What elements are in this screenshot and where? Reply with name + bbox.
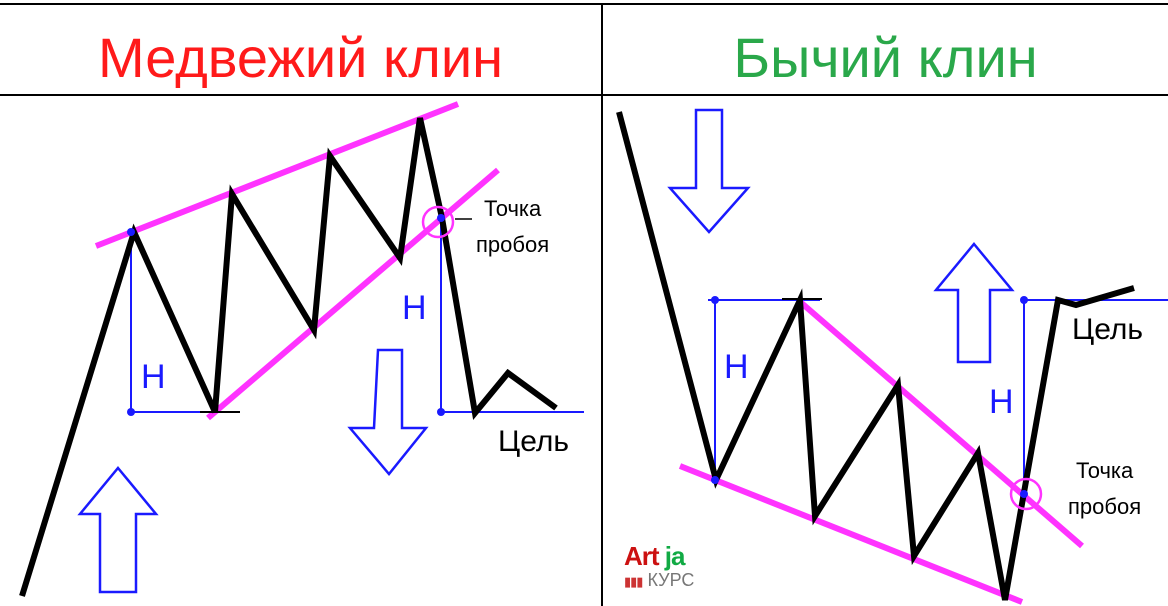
bear-point [437,214,445,222]
bull-height-right-label: Н [989,383,1014,421]
bull-height-left-label: Н [724,348,749,386]
bars-icon: ▮▮▮ [624,574,643,589]
bull-lower-boundary [678,463,1024,605]
bull-breakout-label-1: Точка [1076,458,1134,483]
bearish-wedge-panel [19,101,584,597]
up-arrow-icon [933,242,1015,364]
bull-point [1020,490,1028,498]
bull-point [1020,296,1028,304]
bull-breakout-label-2: пробоя [1068,494,1142,519]
bear-breakout-label-1: Точка [484,196,542,221]
bear-target-label: Цель [498,425,570,458]
bull-breakout-circle [1009,477,1043,511]
logo-art-text: Art [624,541,660,571]
bull-target-label: Цель [1072,313,1144,346]
up-arrow-icon [77,466,159,594]
bull-point [711,476,719,484]
bull-price-line [616,111,1135,601]
logo-kurs-text: КУРС [647,570,695,590]
logo-wordmark: Art ja [624,542,694,570]
bearish-wedge-title: Медвежий клин [97,25,504,89]
bullish-wedge-title: Бычий клин [733,25,1038,89]
logo-kurs: ▮▮▮ КУРС [624,570,694,592]
down-arrow-icon [347,348,429,476]
bull-point [711,296,719,304]
bullish-wedge-panel [616,108,1168,605]
bear-height-left-label: Н [141,358,166,396]
bear-price-line [19,117,558,597]
bear-point [127,408,135,416]
down-arrow-icon [667,108,751,234]
bear-point [127,228,135,236]
bear-breakout-label-2: пробоя [476,232,550,257]
bear-upper-boundary [94,101,460,249]
bear-breakout-circle [421,205,455,239]
logo-ja-text: ja [664,541,686,571]
bear-height-right-label: Н [402,289,427,327]
bear-point [437,408,445,416]
artja-logo: Art ja ▮▮▮ КУРС [624,542,694,592]
